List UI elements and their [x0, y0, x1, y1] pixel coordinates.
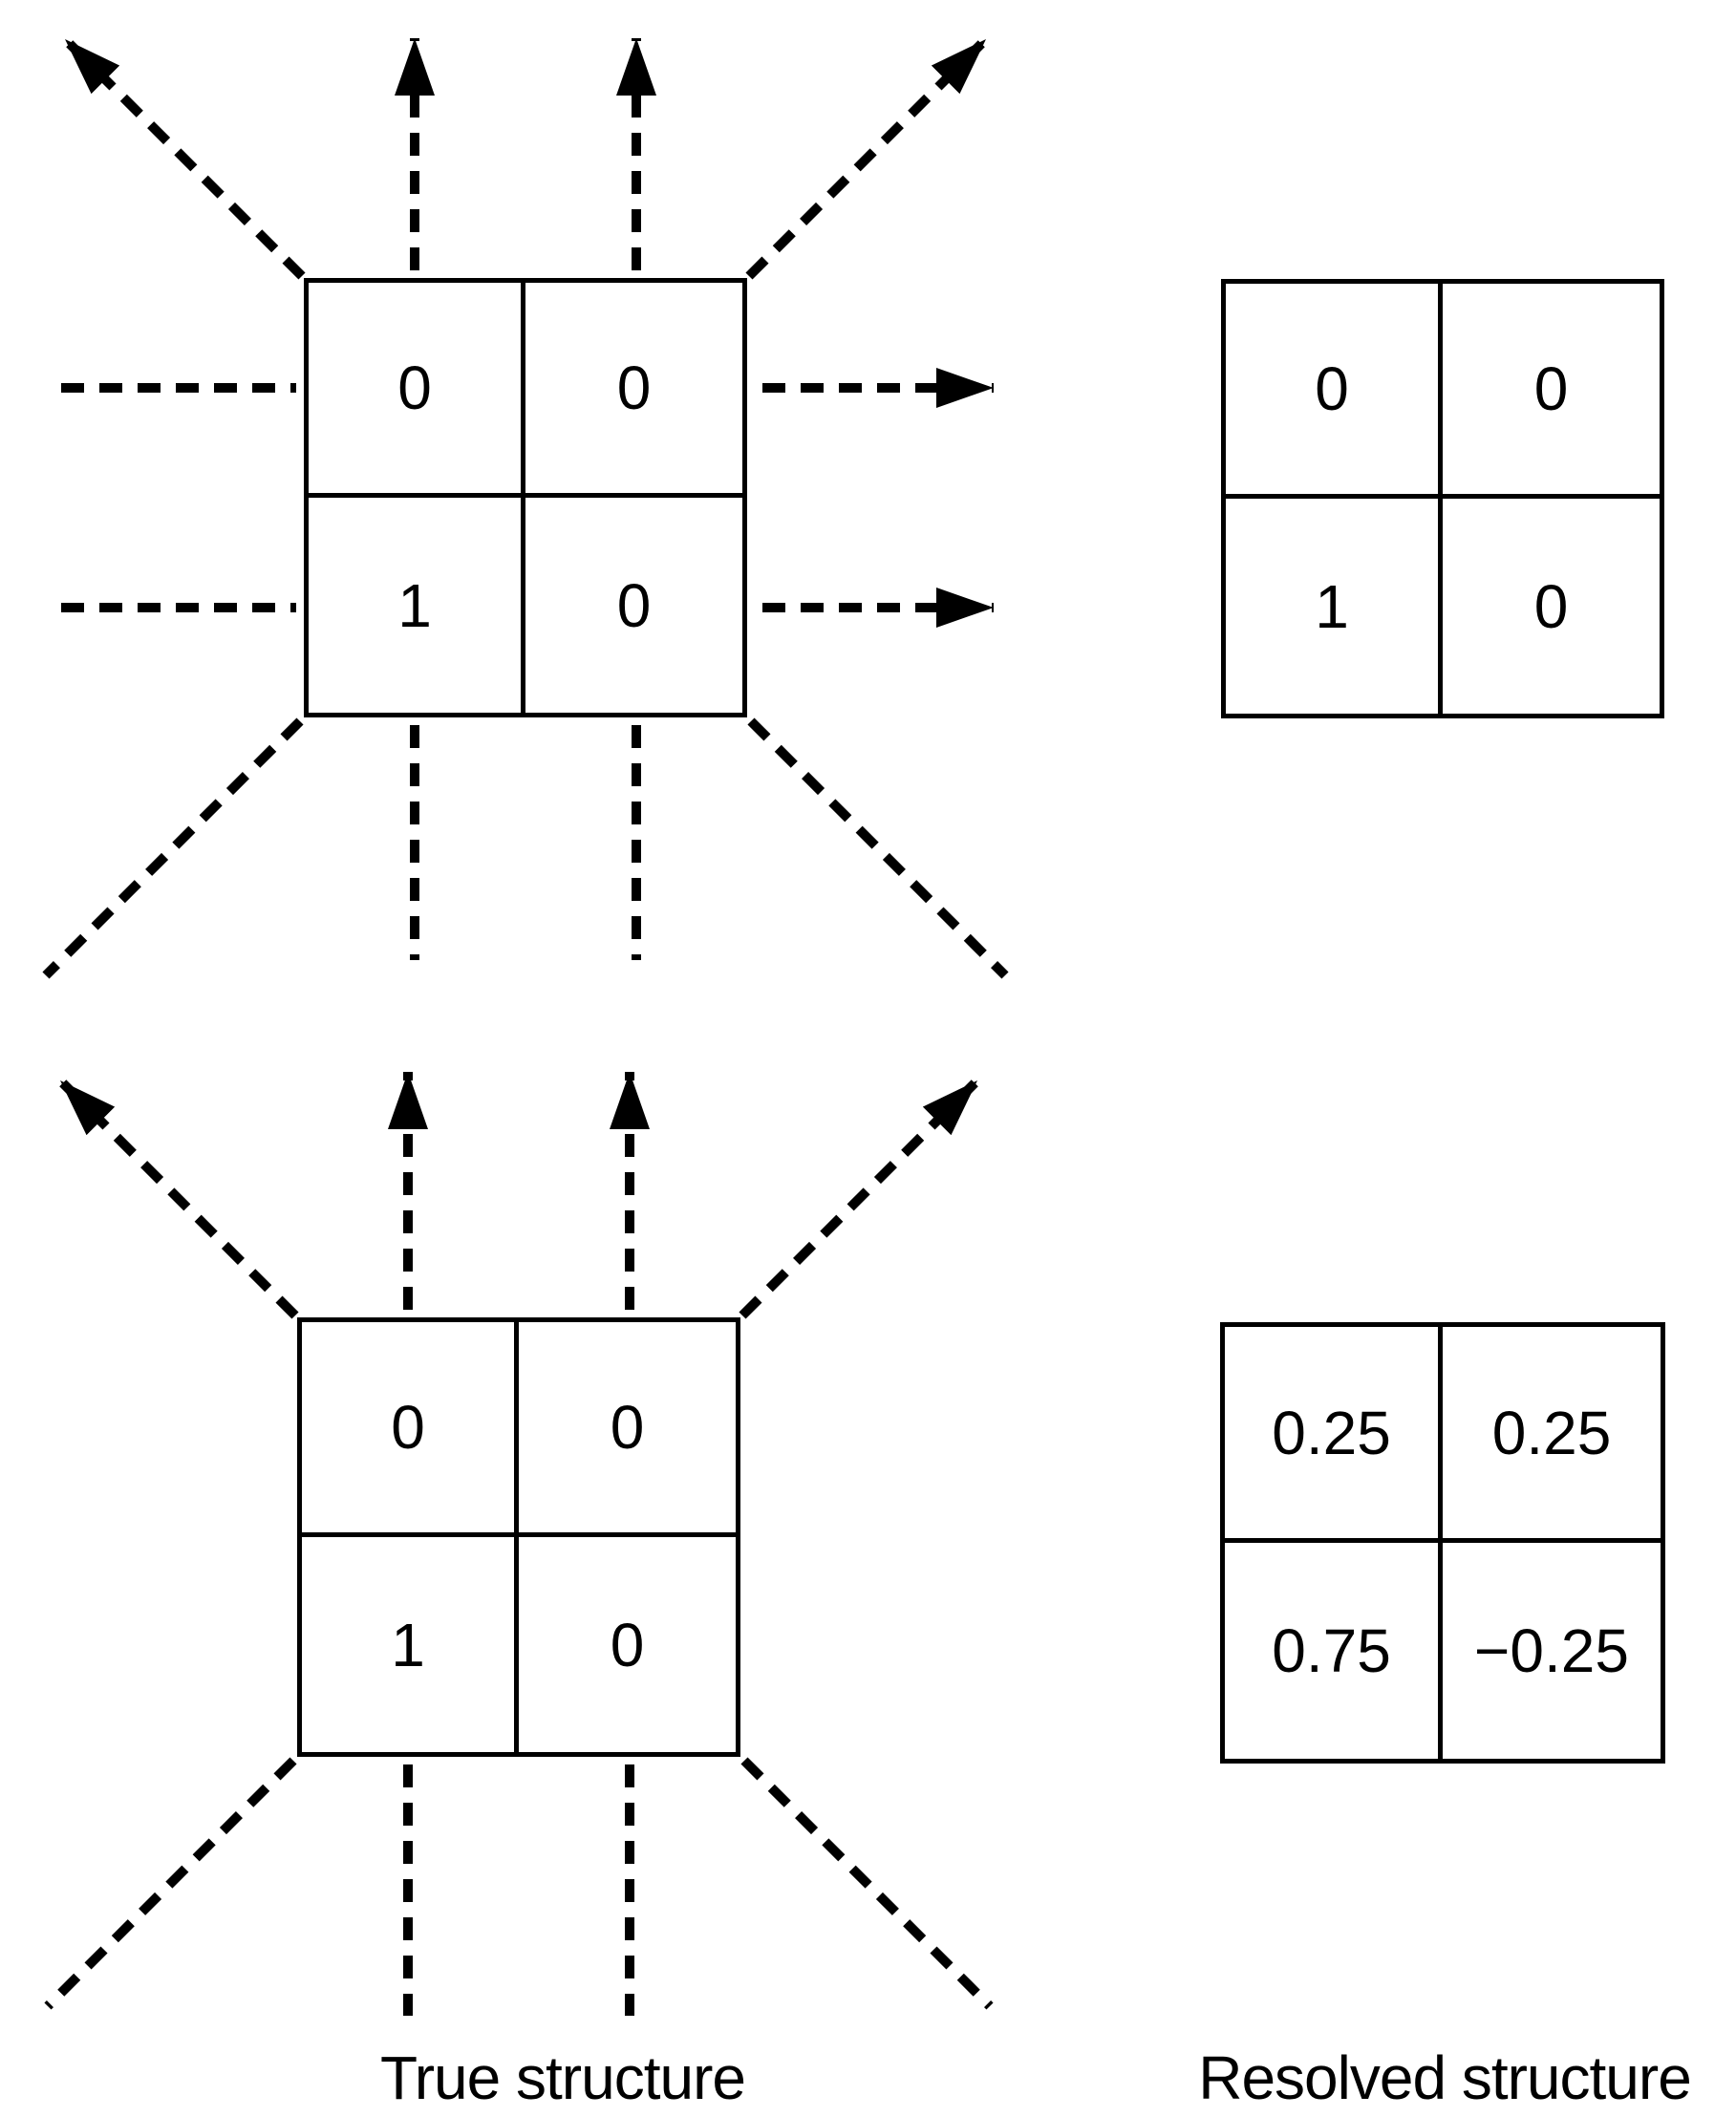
ray-down-right-icon	[740, 1757, 994, 2010]
grid-cell: 1	[302, 1537, 519, 1752]
true-structure-grid-top: 0 0 1 0	[304, 278, 747, 717]
resolved-structure-grid-top: 0 0 1 0	[1221, 279, 1664, 718]
grid-cell: 0	[616, 570, 652, 640]
grid-cell: 0	[519, 1322, 736, 1537]
true-structure-top-rays	[42, 35, 1009, 979]
grid-cell: 0.25	[1225, 1327, 1443, 1543]
ray-up-right-arrow-icon	[745, 35, 990, 280]
caption-true-structure: True structure	[380, 2043, 746, 2112]
resolved-structure-grid-bottom: 0.25 0.25 0.75 −0.25	[1220, 1322, 1665, 1764]
ray-up-left-arrow-icon	[56, 1077, 299, 1319]
grid-cell: 0	[302, 1322, 519, 1537]
grid-cell: 0	[525, 283, 742, 498]
true-structure-bottom-rays	[44, 1072, 994, 2016]
grid-cell: 0	[1443, 284, 1660, 499]
grid-cell: −0.25	[1474, 1616, 1629, 1685]
true-structure-grid-bottom: 0 0 1 0	[297, 1317, 740, 1757]
grid-cell: 0.25	[1443, 1327, 1661, 1543]
grid-cell: 0	[309, 283, 525, 498]
grid-cell: 0	[610, 1610, 645, 1679]
ray-up-right-arrow-icon	[739, 1077, 981, 1319]
grid-cell: 0	[1226, 284, 1443, 499]
ray-up-left-arrow-icon	[61, 35, 306, 280]
caption-resolved-structure: Resolved structure	[1198, 2043, 1692, 2112]
grid-cell: 0	[1533, 571, 1569, 641]
grid-cell: 0.75	[1225, 1543, 1443, 1759]
ray-down-left-icon	[44, 1757, 297, 2010]
grid-cell: 1	[309, 498, 525, 713]
ray-down-left-icon	[42, 717, 304, 979]
ray-down-right-icon	[747, 717, 1009, 979]
grid-cell: 1	[1226, 499, 1443, 714]
